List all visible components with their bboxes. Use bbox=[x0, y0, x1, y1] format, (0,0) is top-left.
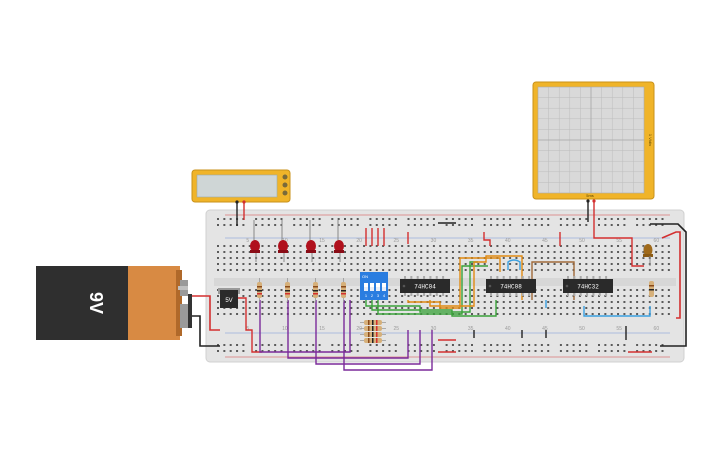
chip-74hc08[interactable]: 74HC08 bbox=[486, 276, 536, 296]
led-4[interactable] bbox=[334, 220, 344, 262]
battery-label: 9V bbox=[86, 292, 106, 314]
resistor-led-4[interactable] bbox=[341, 278, 346, 302]
resistor-led-3[interactable] bbox=[313, 278, 318, 302]
wire-orange-1 bbox=[407, 257, 501, 309]
chip-74hc32[interactable]: 74HC32 bbox=[563, 276, 613, 296]
column-number: 20 bbox=[356, 238, 362, 244]
breadboard-holes bbox=[217, 218, 670, 352]
multimeter[interactable] bbox=[191, 169, 291, 204]
meter-dial-1[interactable] bbox=[282, 174, 288, 180]
ic-chips[interactable]: 74HC04 74HC08 74HC32 bbox=[400, 276, 613, 296]
chip-label: 74HC32 bbox=[577, 284, 599, 291]
column-number: 10 bbox=[282, 326, 288, 332]
battery-9v[interactable]: 9V bbox=[36, 266, 192, 340]
meter-dial-3[interactable] bbox=[282, 190, 288, 196]
wire-purple-3 bbox=[315, 300, 421, 365]
wire-blue-1 bbox=[507, 259, 521, 270]
meter-v-jack[interactable] bbox=[242, 200, 246, 204]
column-number: 30 bbox=[431, 238, 437, 244]
scope-probe-jack[interactable] bbox=[592, 199, 596, 203]
column-number: 30 bbox=[431, 326, 437, 332]
meter-dial-2[interactable] bbox=[282, 182, 288, 188]
scope-bottom-label: 5ms bbox=[586, 193, 594, 198]
dip-number: 1 bbox=[365, 293, 368, 298]
column-number: 60 bbox=[654, 238, 660, 244]
meter-com-jack[interactable] bbox=[235, 200, 239, 204]
column-number: 15 bbox=[319, 238, 325, 244]
wire-green-2 bbox=[371, 300, 497, 317]
led-2[interactable] bbox=[278, 220, 288, 262]
scope-side-label: 1 V/div bbox=[648, 134, 653, 146]
wire-green-1 bbox=[365, 261, 478, 313]
wire-black-battery bbox=[188, 315, 220, 347]
dip-number: 4 bbox=[383, 293, 386, 298]
column-number: 55 bbox=[616, 326, 622, 332]
column-number: 40 bbox=[505, 326, 511, 332]
resistor-output[interactable] bbox=[649, 281, 654, 297]
column-number: 20 bbox=[356, 326, 362, 332]
wire-red-scope bbox=[593, 201, 644, 267]
dip-number: 3 bbox=[377, 293, 380, 298]
wire-orange-2 bbox=[429, 255, 523, 307]
wires[interactable] bbox=[188, 201, 687, 371]
resistor-led-1[interactable] bbox=[257, 278, 262, 302]
resistor-dip-3[interactable] bbox=[360, 332, 386, 337]
column-number: 40 bbox=[505, 238, 511, 244]
output-led[interactable] bbox=[643, 244, 653, 266]
voltage-regulator[interactable]: 5V bbox=[218, 288, 240, 308]
column-number: 50 bbox=[579, 326, 585, 332]
chip-label: 74HC04 bbox=[414, 284, 436, 291]
column-number: 60 bbox=[654, 326, 660, 332]
column-number: 15 bbox=[319, 326, 325, 332]
column-number: 5 bbox=[246, 326, 249, 332]
wire-blue-2 bbox=[583, 306, 651, 317]
led-3[interactable] bbox=[306, 220, 316, 262]
scope-grid bbox=[538, 87, 644, 193]
chip-74hc04[interactable]: 74HC04 bbox=[400, 276, 450, 296]
column-number: 5 bbox=[246, 238, 249, 244]
wire-purple-1 bbox=[259, 300, 351, 353]
resistor-dip-2[interactable] bbox=[360, 326, 386, 331]
column-number: 50 bbox=[579, 238, 585, 244]
chip-label: 74HC08 bbox=[500, 284, 522, 291]
column-number: 45 bbox=[542, 238, 548, 244]
resistor-dip-4[interactable] bbox=[360, 338, 386, 343]
column-number: 25 bbox=[394, 238, 400, 244]
wire-green-3 bbox=[377, 265, 488, 315]
column-number: 55 bbox=[616, 238, 622, 244]
wire-red-battery bbox=[188, 295, 220, 331]
resistors[interactable] bbox=[257, 278, 386, 343]
column-number: 25 bbox=[394, 326, 400, 332]
column-number: 45 bbox=[542, 326, 548, 332]
leds[interactable] bbox=[250, 220, 344, 262]
wire-purple-2 bbox=[287, 300, 409, 359]
power-rail-bottom bbox=[225, 332, 670, 358]
resistor-led-2[interactable] bbox=[285, 278, 290, 302]
column-number: 35 bbox=[468, 238, 474, 244]
column-number: 35 bbox=[468, 326, 474, 332]
led-1[interactable] bbox=[250, 220, 260, 262]
wire-purple-4 bbox=[343, 300, 433, 371]
dip-on-label: ON bbox=[362, 274, 368, 279]
wire-red-regulator bbox=[238, 297, 262, 353]
resistor-dip-1[interactable] bbox=[360, 320, 386, 325]
dip-number: 2 bbox=[371, 293, 374, 298]
scope-gnd-jack[interactable] bbox=[586, 199, 590, 203]
regulator-label: 5V bbox=[225, 298, 232, 304]
oscilloscope[interactable]: 1 V/div 5ms bbox=[532, 81, 655, 203]
column-numbers-bottom: 5 10 15 20 25 30 35 40 45 50 55 60 bbox=[246, 326, 659, 332]
